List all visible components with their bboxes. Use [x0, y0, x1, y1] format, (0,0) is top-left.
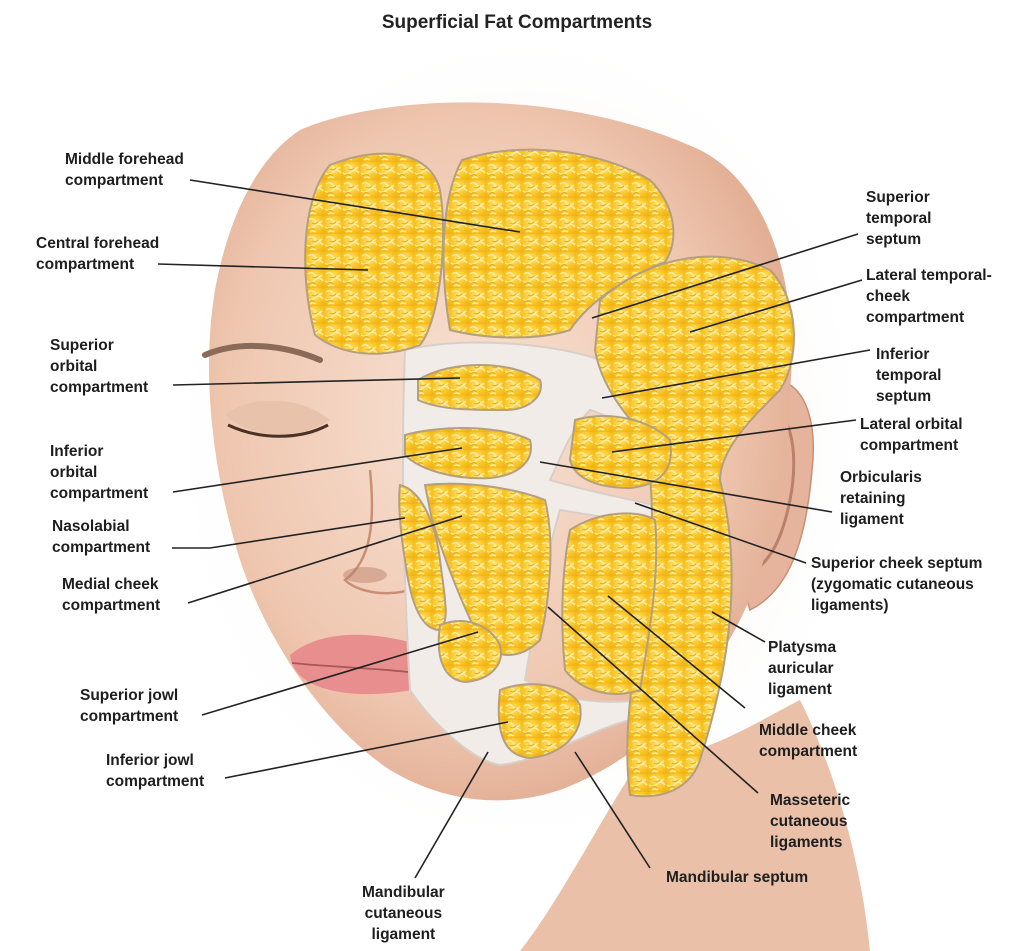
- central-forehead-fat: [304, 152, 445, 355]
- leader-lines: [157, 179, 871, 879]
- nose: [343, 469, 421, 595]
- inferior-jowl-fat: [497, 683, 582, 760]
- neck: [520, 700, 870, 951]
- label-nasolabial-compartment: Nasolabial compartment: [52, 518, 151, 556]
- label-superior-temporal-septum: Superior temporal septum: [866, 189, 932, 248]
- label-medial-cheek-compartment: Medial cheek compartment: [62, 576, 161, 614]
- label-middle-forehead-compartment: Middle forehead compartment: [65, 151, 184, 189]
- inferior-orbital-fat: [404, 427, 532, 480]
- label-superior-cheek-septum: Superior cheek septum (zygomatic cutaneo…: [811, 555, 983, 614]
- superior-jowl-fat: [437, 620, 502, 684]
- label-lateral-orbital-compartment: Lateral orbital compartment: [860, 416, 963, 454]
- label-lateral-temporal-cheek-compartment: Lateral temporal- cheek compartment: [866, 267, 992, 326]
- label-inferior-temporal-septum: Inferior temporal septum: [876, 346, 942, 405]
- fat-compartments: [304, 148, 795, 798]
- label-orbicularis-retaining-ligament: Orbicularis retaining ligament: [840, 469, 922, 528]
- label-masseteric-cutaneous-ligaments: Masseteric cutaneous ligaments: [770, 792, 851, 851]
- lateral-orbital-fat: [568, 415, 672, 490]
- label-platysma-auricular-ligament: Platysma auricular ligament: [768, 639, 837, 698]
- eyebrow: [202, 342, 323, 363]
- label-superior-jowl-compartment: Superior jowl compartment: [80, 687, 179, 725]
- middle-cheek-fat: [561, 512, 658, 695]
- label-central-forehead-compartment: Central forehead compartment: [36, 235, 160, 273]
- label-superior-orbital-compartment: Superior orbital compartment: [50, 337, 149, 396]
- superior-orbital-fat: [417, 364, 542, 412]
- left-eyelid: [225, 400, 330, 435]
- label-middle-cheek-compartment: Middle cheek compartment: [759, 722, 858, 760]
- label-inferior-orbital-compartment: Inferior orbital compartment: [50, 443, 149, 502]
- label-inferior-jowl-compartment: Inferior jowl compartment: [106, 752, 205, 790]
- label-mandibular-cutaneous-ligament: Mandibular cutaneous ligament: [362, 884, 445, 943]
- label-mandibular-septum: Mandibular septum: [666, 869, 809, 886]
- medial-cheek-fat: [423, 482, 552, 656]
